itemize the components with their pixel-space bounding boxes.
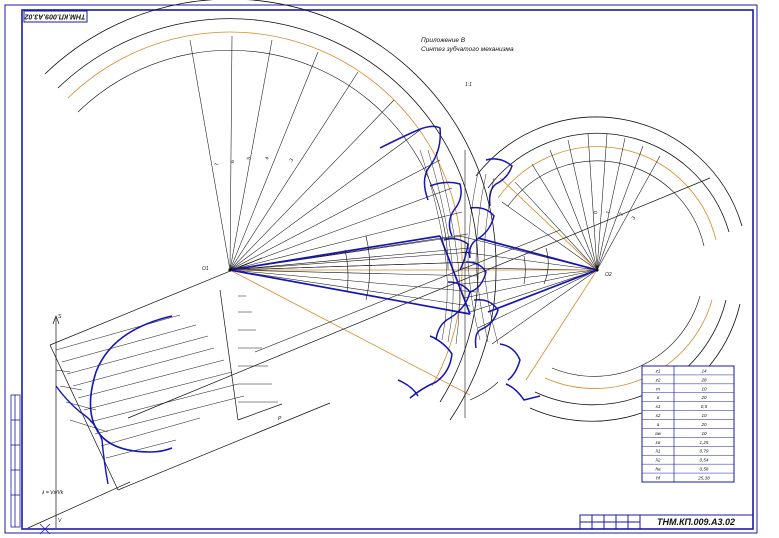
table-param-value: 20 [700, 422, 707, 427]
table-param-name: α [657, 395, 660, 400]
outer-frame [4, 4, 758, 534]
table-param-value: 0,79 [700, 449, 709, 454]
table-param-value: 0,58 [700, 467, 709, 472]
svg-text:1: 1 [605, 210, 612, 214]
corner-code-box: ТНМ.КП.009.А3.02 [23, 10, 88, 23]
title-block [579, 514, 754, 530]
corner-code: ТНМ.КП.009.А3.02 [25, 13, 86, 20]
table-param-value: 10 [701, 386, 707, 391]
common-normal [254, 229, 561, 353]
table-param-name: hf [656, 476, 661, 481]
title-line-1: Приложение В [421, 37, 466, 44]
small-gear-rays [501, 133, 661, 271]
rotation-arrow [469, 381, 499, 401]
scale-mark: 1:1 [465, 82, 472, 88]
large-gear-rays [189, 35, 475, 271]
large-gear-ray-labels: 7 6 5 4 3 [214, 156, 295, 167]
binding-strip [10, 394, 21, 528]
label-p: P [278, 416, 282, 422]
table-param-name: m [656, 386, 660, 391]
svg-text:7: 7 [214, 162, 220, 166]
line-of-action [127, 177, 711, 419]
svg-text:4: 4 [264, 156, 271, 161]
table-param-name: x2 [655, 413, 661, 418]
label-o2: O2 [605, 272, 612, 278]
mesh-fan-lines [229, 235, 598, 345]
table-param-name: ha [655, 467, 661, 472]
large-gear-tooth-profiles [379, 125, 471, 399]
table-param-name: z1 [655, 368, 661, 373]
svg-text:6: 6 [230, 160, 236, 163]
base-tangent-lines [229, 235, 598, 315]
mesh-zone-hatching [419, 149, 499, 345]
table-param-value: 20 [700, 395, 707, 400]
origin-cross-icon [39, 523, 51, 535]
inner-frame [21, 9, 754, 530]
svg-text:3: 3 [631, 215, 638, 221]
table-param-name: εα [656, 440, 661, 445]
table-param-name: λ1 [655, 449, 661, 454]
center-o2 [595, 268, 599, 272]
small-gear-ray-labels: 0 1 2 3 [593, 210, 637, 221]
stamp-code: ТНМ.КП.009.А3.02 [657, 517, 735, 527]
table-param-name: x1 [655, 404, 661, 409]
table-param-value: 25,38 [697, 476, 710, 481]
center-line [229, 177, 598, 396]
table-param-value: 0,5 [701, 404, 708, 409]
svg-text:3: 3 [289, 157, 296, 163]
table-param-name: λ2 [655, 458, 661, 463]
title-line-2: Синтез зубчатого механизма [421, 45, 514, 53]
table-param-value: 10 [701, 413, 707, 418]
sliding-diagram-hatch [55, 295, 278, 459]
table-param-name: a [657, 422, 660, 427]
params-table: z1 14 z2 28 m 10 α 20 x1 0,5 x2 10 a 20 aw 10 εα 1,25 λ1 0,… [641, 365, 735, 483]
table-param-value: 10 [701, 431, 707, 436]
label-v-axis: V [58, 518, 62, 524]
table-param-value: 1,25 [700, 440, 709, 445]
small-gear-tooth-profiles [465, 158, 541, 401]
table-param-value: 0,54 [700, 458, 709, 463]
large-gear-circles [44, 0, 497, 421]
svg-text:5: 5 [246, 156, 252, 160]
sliding-coefficient-curve-2 [55, 385, 109, 485]
svg-text:0: 0 [593, 210, 599, 214]
table-param-name: z2 [655, 377, 661, 382]
sliding-formula: λ = Vs/Vk [41, 490, 64, 496]
table-param-name: aw [655, 431, 662, 436]
angle-arcs [344, 235, 549, 301]
table-param-value: 28 [700, 377, 707, 382]
table-param-value: 14 [701, 368, 707, 373]
label-s-axis: S [58, 314, 62, 320]
label-o1: O1 [202, 266, 209, 272]
